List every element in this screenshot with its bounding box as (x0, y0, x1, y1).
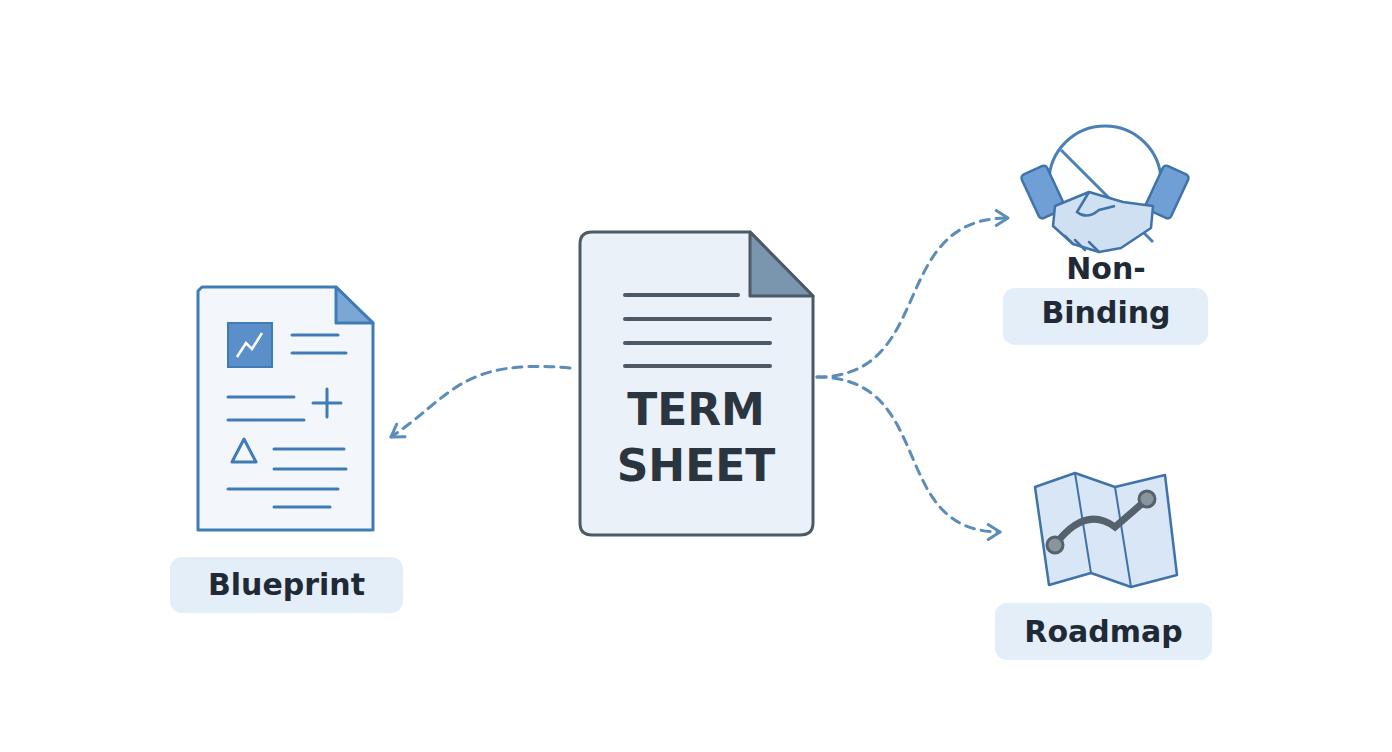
non-binding-node: Non-Binding (1003, 140, 1208, 345)
document-title: TERM SHEET (601, 382, 791, 494)
node-label: Roadmap (995, 603, 1212, 660)
node-label: Blueprint (170, 557, 403, 613)
dashed-connector (817, 377, 1000, 540)
roadmap-node: Roadmap (995, 465, 1212, 660)
node-label: Non-Binding (1031, 247, 1181, 335)
blueprint-node: Blueprint (170, 287, 403, 613)
dashed-connector (391, 366, 570, 437)
dashed-connector (817, 210, 1008, 377)
term-sheet-document: TERM SHEET (578, 230, 815, 537)
